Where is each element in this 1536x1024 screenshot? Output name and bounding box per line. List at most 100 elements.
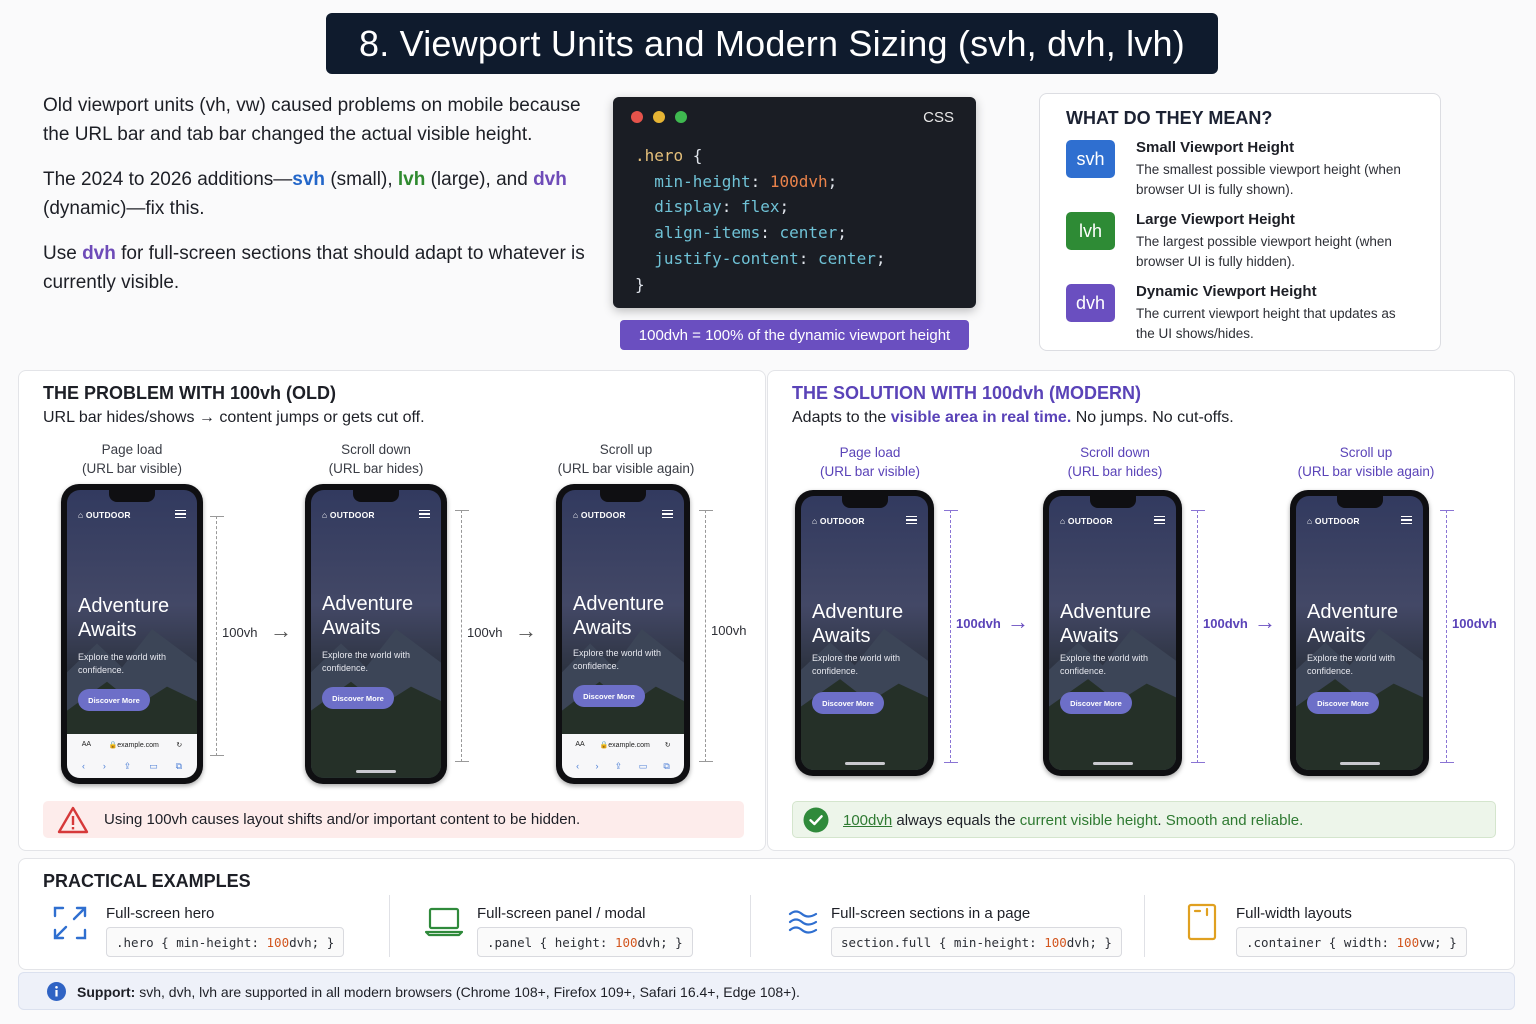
legend-item-name: Large Viewport Height bbox=[1136, 211, 1295, 228]
headline-line: Adventure bbox=[78, 595, 170, 617]
support-banner: Support: svh, dvh, lvh are supported in … bbox=[18, 972, 1515, 1010]
phone-notch bbox=[1089, 496, 1136, 508]
check-icon bbox=[803, 807, 829, 833]
tabs-icon[interactable]: ⧉ bbox=[663, 761, 670, 771]
share-icon[interactable]: ⇪ bbox=[123, 761, 132, 771]
code-value: flex bbox=[740, 197, 780, 217]
phone-notch bbox=[841, 496, 888, 508]
code-card: CSS .hero { min-height: 100dvh; display:… bbox=[613, 97, 976, 308]
code-property: align-items bbox=[654, 223, 761, 243]
brand-name: OUTDOOR bbox=[819, 516, 865, 526]
url-row: AA 🔒example.com ↻ bbox=[562, 741, 684, 749]
divider bbox=[750, 895, 751, 957]
intro-text-run: (large), and bbox=[425, 169, 534, 190]
dvh-link[interactable]: 100dvh bbox=[843, 812, 893, 829]
hero-body: Explore the world with confidence. bbox=[322, 650, 411, 673]
reload-icon[interactable]: ↻ bbox=[176, 742, 183, 749]
forward-icon[interactable]: › bbox=[595, 761, 599, 771]
phone-notch bbox=[109, 490, 155, 502]
close-dot-icon bbox=[631, 111, 643, 123]
home-indicator bbox=[1339, 762, 1380, 765]
dvh-term: dvh bbox=[82, 243, 116, 264]
phone-notch bbox=[1336, 496, 1383, 508]
intro-paragraph-3: Use dvh for full-screen sections that sh… bbox=[43, 239, 588, 297]
menu-icon[interactable] bbox=[175, 510, 186, 518]
solution-subtitle: Adapts to the visible area in real time.… bbox=[792, 409, 1234, 427]
headline-line: Adventure bbox=[1307, 601, 1399, 623]
measure-label: 100dvh bbox=[1452, 616, 1497, 631]
tabs-icon[interactable]: ⧉ bbox=[175, 761, 182, 771]
menu-icon[interactable] bbox=[419, 510, 430, 518]
caption-line: Scroll up bbox=[1339, 445, 1393, 460]
phone-caption: Scroll down (URL bar hides) bbox=[291, 440, 461, 478]
info-icon bbox=[47, 982, 66, 1001]
text-size-control[interactable]: AA bbox=[81, 741, 92, 748]
dvh-badge: dvh bbox=[1066, 284, 1115, 322]
intro-text-run: for full-screen sections that should ada… bbox=[43, 243, 585, 293]
bookmarks-icon[interactable]: ▭ bbox=[638, 761, 648, 771]
headline-line: Awaits bbox=[573, 617, 632, 639]
arrow-icon: → bbox=[515, 618, 537, 643]
intro-text-run: (dynamic)—fix this. bbox=[43, 198, 205, 219]
url-field[interactable]: 🔒example.com bbox=[108, 742, 159, 749]
code-block: .hero { min-height: 100dvh; display: fle… bbox=[635, 146, 886, 294]
share-icon[interactable]: ⇪ bbox=[614, 761, 623, 771]
hero-body: Explore the world with confidence. bbox=[573, 648, 662, 671]
caption-line: (URL bar hides) bbox=[328, 461, 424, 476]
url-bar: AA 🔒example.com ↻ ‹ › ⇪ ▭ ⧉ bbox=[67, 734, 197, 778]
discover-more-button[interactable]: Discover More bbox=[1307, 692, 1379, 714]
code-run: section.full { min-height: bbox=[841, 934, 1045, 950]
height-measure bbox=[1440, 510, 1454, 763]
lvh-term: lvh bbox=[397, 169, 426, 190]
phone-caption: Scroll up(URL bar visible again) bbox=[1281, 443, 1451, 481]
intro-text-run: The 2024 to 2026 additions— bbox=[43, 169, 293, 190]
home-indicator bbox=[844, 762, 885, 765]
menu-icon[interactable] bbox=[1154, 516, 1165, 524]
caption-line: Scroll down bbox=[341, 442, 411, 457]
text-size-control[interactable]: AA bbox=[575, 741, 585, 748]
height-measure bbox=[699, 510, 713, 762]
support-body: svh, dvh, lvh are supported in all moder… bbox=[135, 984, 800, 1000]
measure-label: 100dvh bbox=[1203, 616, 1248, 631]
discover-more-button[interactable]: Discover More bbox=[573, 685, 645, 707]
divider bbox=[389, 895, 390, 957]
intro-text-run: Use bbox=[43, 243, 83, 264]
menu-icon[interactable] bbox=[906, 516, 917, 524]
brand-name: OUTDOOR bbox=[1067, 516, 1113, 526]
example-name: Full-screen panel / modal bbox=[477, 905, 646, 922]
example-name: Full-width layouts bbox=[1236, 905, 1352, 922]
legend-item-name: Small Viewport Height bbox=[1136, 139, 1295, 156]
problem-subtitle: URL bar hides/shows → content jumps or g… bbox=[43, 409, 425, 426]
legend-item-desc: The largest possible viewport height (wh… bbox=[1136, 234, 1392, 269]
discover-more-button[interactable]: Discover More bbox=[78, 689, 150, 711]
success-text: 100dvh always equals the current visible… bbox=[843, 812, 1303, 829]
svh-badge: svh bbox=[1066, 140, 1115, 178]
forward-icon[interactable]: › bbox=[102, 761, 106, 771]
menu-icon[interactable] bbox=[662, 510, 673, 518]
discover-more-button[interactable]: Discover More bbox=[322, 687, 394, 709]
menu-icon[interactable] bbox=[1401, 516, 1412, 524]
url-field[interactable]: 🔒example.com bbox=[599, 742, 650, 749]
back-icon[interactable]: ‹ bbox=[81, 761, 85, 771]
discover-more-button[interactable]: Discover More bbox=[1060, 692, 1132, 714]
success-banner: 100dvh always equals the current visible… bbox=[792, 801, 1496, 838]
discover-more-button[interactable]: Discover More bbox=[812, 692, 884, 714]
code-property: display bbox=[654, 197, 722, 217]
headline-line: Awaits bbox=[78, 619, 137, 641]
legend-heading: WHAT DO THEY MEAN? bbox=[1066, 108, 1273, 128]
dvh-term: dvh bbox=[533, 169, 567, 190]
bookmarks-icon[interactable]: ▭ bbox=[149, 761, 158, 771]
caption-line: Page load bbox=[839, 445, 901, 460]
back-icon[interactable]: ‹ bbox=[576, 761, 580, 771]
arrow-icon: → bbox=[1007, 609, 1029, 634]
reload-icon[interactable]: ↻ bbox=[664, 742, 671, 749]
lvh-badge: lvh bbox=[1066, 212, 1115, 250]
